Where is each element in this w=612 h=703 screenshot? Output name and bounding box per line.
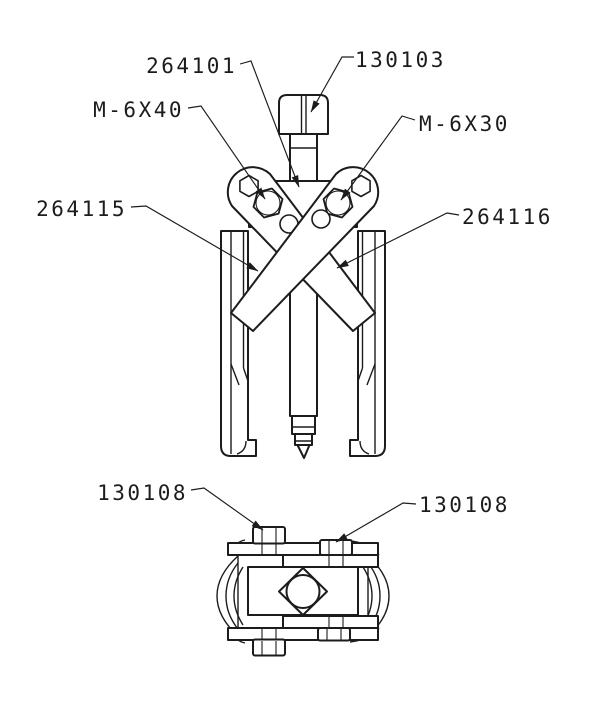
- part-labels: 264101 130103 M-6X40 M-6X30 264115 26411…: [36, 48, 553, 517]
- bottom-outer-plate: [227, 627, 379, 641]
- label-left-arm: 264115: [36, 197, 127, 221]
- label-fastener-left: 130108: [97, 481, 188, 505]
- nut-top-right: [319, 539, 353, 556]
- label-top-nut: 130103: [355, 48, 446, 72]
- leader-m6x40: [187, 105, 266, 200]
- nut-top-left: [252, 526, 286, 545]
- label-spindle: 264101: [146, 54, 237, 78]
- leader-m6x30: [340, 115, 416, 201]
- right-arm: [230, 166, 380, 332]
- nut-bottom-left: [252, 638, 286, 657]
- label-bolt-right: M-6X30: [419, 112, 510, 136]
- bolt-shank-lines: [261, 543, 344, 640]
- leader-130108-left: [190, 487, 264, 531]
- leader-264101: [239, 60, 300, 188]
- leader-264115: [130, 205, 259, 272]
- left-small-hex-nut: [239, 174, 259, 198]
- top-hex-nut: [278, 94, 329, 135]
- right-arm-hole: [311, 209, 331, 229]
- label-right-arm: 264116: [462, 205, 553, 229]
- top-inner-plate: [282, 554, 379, 568]
- bottom-view: [216, 526, 390, 657]
- top-outer-plate: [227, 542, 379, 556]
- leader-264116: [336, 212, 460, 269]
- nut-bottom-right: [317, 627, 351, 642]
- front-view: [220, 94, 386, 459]
- left-jaw-leg: [220, 230, 257, 457]
- left-jaw-profile: [216, 555, 244, 637]
- right-small-hex-nut: [351, 174, 371, 198]
- label-fastener-right: 130108: [419, 493, 510, 517]
- spindle-circle-section: [285, 574, 321, 609]
- right-jaw-leg: [349, 230, 386, 457]
- label-bolt-left: M-6X40: [93, 98, 184, 122]
- leader-130103: [310, 56, 354, 113]
- screw-tip: [296, 444, 311, 459]
- leader-lines: [130, 56, 460, 543]
- leader-130108-right: [335, 502, 417, 543]
- bottom-inner-plate: [282, 615, 379, 629]
